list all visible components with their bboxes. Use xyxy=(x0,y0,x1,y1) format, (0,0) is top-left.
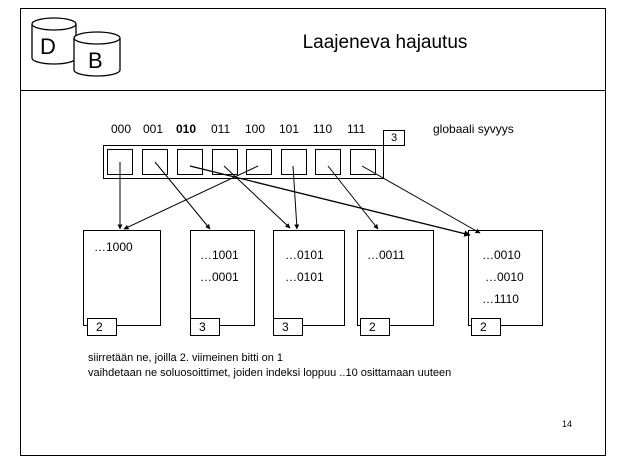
bucket-2-value-1: …1001 xyxy=(200,248,239,262)
note-line-2: vaihdetaan ne soluosoittimet, joiden ind… xyxy=(88,367,452,379)
dir-cell-111 xyxy=(350,149,376,175)
dir-cell-010 xyxy=(177,149,203,175)
dir-index-111: 111 xyxy=(347,122,366,136)
bucket-5-value-2: …0010 xyxy=(485,270,524,284)
bucket-5-value-3: …1110 xyxy=(482,292,519,306)
slide-frame xyxy=(20,8,606,456)
dir-index-110: 110 xyxy=(313,122,333,136)
bucket-2-local-depth: 3 xyxy=(190,318,220,336)
db-logo-cylinder-b: B xyxy=(73,31,121,77)
dir-index-010: 010 xyxy=(176,122,197,136)
dir-cell-100 xyxy=(246,149,272,175)
db-logo: D B xyxy=(31,17,121,77)
dir-index-011: 011 xyxy=(211,122,231,136)
bucket-1 xyxy=(83,230,161,326)
bucket-4 xyxy=(357,230,434,326)
dir-cell-001 xyxy=(142,149,168,175)
bucket-1-value-1: …1000 xyxy=(94,240,133,254)
dir-index-101: 101 xyxy=(279,122,300,136)
dir-index-100: 100 xyxy=(245,122,266,136)
db-logo-letter-b: B xyxy=(88,48,103,73)
bucket-5 xyxy=(468,230,543,326)
bucket-5-value-1: …0010 xyxy=(482,248,521,262)
bucket-4-value-1: …0011 xyxy=(367,248,405,262)
bucket-1-local-depth: 2 xyxy=(87,318,117,336)
bucket-3-local-depth: 3 xyxy=(273,318,303,336)
slide-title: Laajeneva hajautus xyxy=(302,32,468,53)
dir-cell-011 xyxy=(212,149,238,175)
dir-cell-000 xyxy=(107,149,133,175)
bucket-2 xyxy=(190,230,255,326)
dir-cell-110 xyxy=(315,149,341,175)
page-number: 14 xyxy=(562,419,573,429)
dir-index-000: 000 xyxy=(111,122,132,136)
db-logo-letter-d: D xyxy=(40,34,56,59)
note-line-1: siirretään ne, joilla 2. viimeinen bitti… xyxy=(88,352,284,364)
db-logo-cylinder-d: D xyxy=(31,17,77,65)
dir-index-001: 001 xyxy=(143,122,164,136)
bucket-4-local-depth: 2 xyxy=(360,318,390,336)
global-depth-box: 3 xyxy=(383,130,405,146)
dir-cell-101 xyxy=(281,149,307,175)
bucket-5-local-depth: 2 xyxy=(471,318,501,336)
header-divider xyxy=(20,90,606,91)
bucket-2-value-2: …0001 xyxy=(200,270,239,284)
global-depth-label: globaali syvyys xyxy=(433,122,514,136)
bucket-3-value-1: …0101 xyxy=(285,248,324,262)
bucket-3-value-2: …0101 xyxy=(285,270,324,284)
